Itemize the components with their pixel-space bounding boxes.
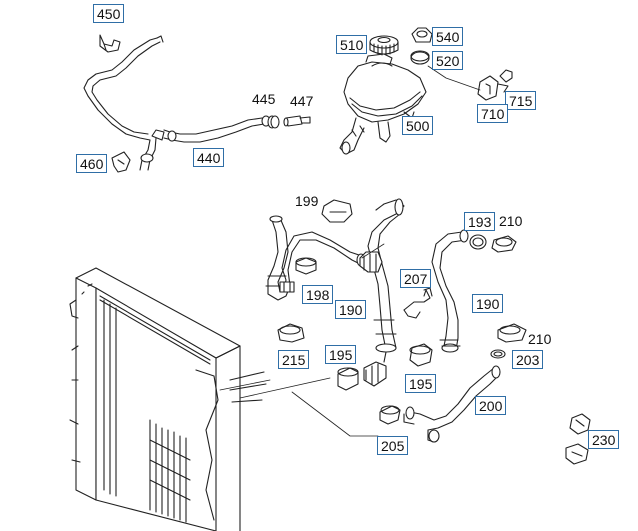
callout-205: 205	[377, 436, 409, 455]
part-710-sensor	[477, 75, 499, 101]
part-715-plug	[497, 69, 513, 93]
part-205-clamp	[379, 405, 401, 425]
part-210-clamp-lower	[497, 323, 527, 343]
part-195-hose-stub	[363, 361, 387, 387]
part-203-o-ring	[490, 349, 506, 359]
part-195-clamp-right	[409, 343, 433, 367]
callout-215: 215	[278, 350, 310, 369]
part-207-bracket	[403, 287, 433, 319]
part-198-clamp-b	[279, 281, 295, 293]
part-195-clamp-left	[337, 367, 359, 391]
part-193-o-ring	[469, 234, 487, 250]
part-215-clamp	[277, 323, 305, 343]
callout-195-right: 195	[405, 374, 437, 393]
part-460-clip	[111, 151, 131, 173]
callout-195-left: 195	[325, 345, 357, 364]
part-200-lower-hose	[403, 365, 501, 443]
callout-190-left: 190	[335, 300, 367, 319]
callout-210-upper: 210	[499, 213, 523, 229]
callout-500: 500	[402, 116, 434, 135]
callout-210-lower: 210	[528, 331, 552, 347]
leader-line	[427, 65, 481, 91]
part-540-nut	[411, 27, 433, 43]
part-440-heater-hose	[83, 35, 271, 171]
part-447-connector	[283, 115, 311, 127]
callout-190-right: 190	[472, 294, 504, 313]
part-210-clamp-upper	[491, 235, 517, 253]
part-190-upper-hose	[359, 198, 405, 363]
part-445-clamp	[267, 115, 280, 129]
callout-520: 520	[432, 51, 464, 70]
part-500-expansion-tank	[339, 53, 427, 155]
callout-198: 198	[302, 285, 334, 304]
callout-203: 203	[512, 350, 544, 369]
part-510-cap	[369, 35, 399, 56]
callout-540: 540	[432, 27, 464, 46]
callout-510: 510	[336, 35, 368, 54]
callout-200: 200	[475, 396, 507, 415]
part-190-right-hose	[431, 229, 469, 353]
part-230-clips	[565, 413, 591, 465]
callout-445: 445	[252, 91, 276, 107]
callout-715: 715	[505, 91, 537, 110]
callout-710: 710	[477, 104, 509, 123]
callout-193: 193	[464, 212, 496, 231]
leader-lines	[219, 243, 385, 437]
callout-230: 230	[588, 430, 620, 449]
callout-450: 450	[93, 4, 125, 23]
callout-440: 440	[193, 148, 225, 167]
callout-207: 207	[400, 269, 432, 288]
callout-460: 460	[76, 154, 108, 173]
radiator	[69, 267, 267, 531]
callout-447: 447	[290, 93, 314, 109]
part-199-clamp	[321, 199, 353, 223]
callout-199: 199	[295, 193, 319, 209]
part-198-clamp	[295, 257, 317, 275]
part-520-seal	[410, 50, 430, 65]
part-450-clip	[99, 34, 121, 53]
